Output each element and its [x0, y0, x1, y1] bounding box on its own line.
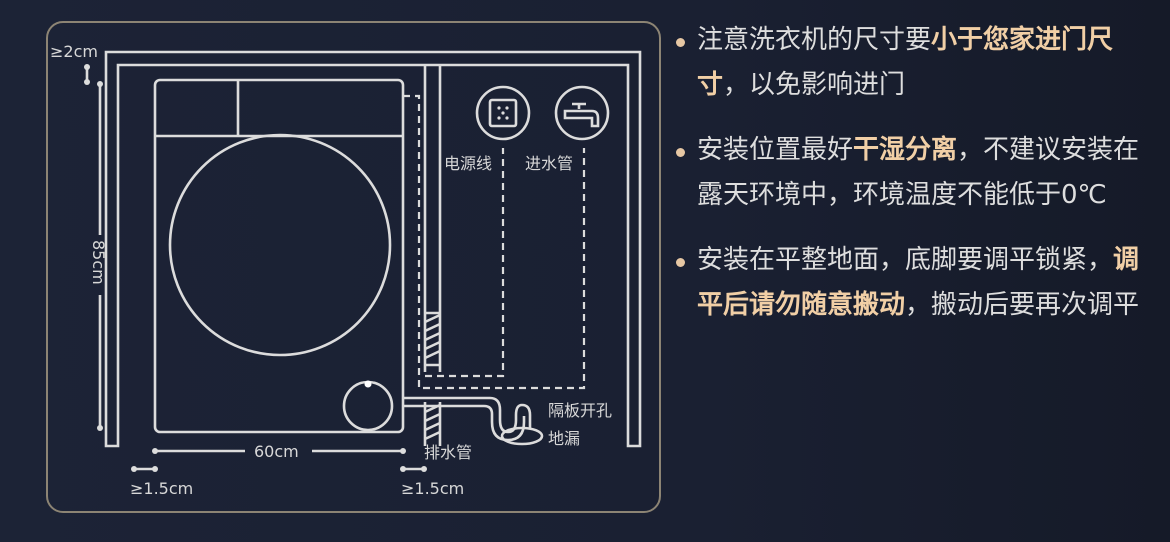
right-gap-label: ≥1.5cm: [401, 479, 464, 498]
note-item: 安装位置最好干湿分离，不建议安装在露天环境中，环境温度不能低于0℃: [672, 128, 1142, 218]
top-gap-marker: [84, 64, 90, 85]
drum-door: [168, 133, 392, 357]
note-highlight: 调平后请勿随意搬动: [697, 245, 1140, 320]
height-dimension: [97, 81, 103, 431]
note-highlight: 干湿分离: [853, 135, 958, 165]
note-highlight: 小于您家进门尺寸: [697, 25, 1114, 100]
cabinet-frame: [104, 50, 642, 448]
top-gap-label: ≥2cm: [50, 42, 98, 61]
right-gap-marker: [400, 466, 427, 472]
drain-pipe-label: 排水管: [424, 443, 472, 462]
diagram-panel: [46, 21, 661, 513]
bullet-icon: [676, 148, 685, 157]
water-inlet-label: 进水管: [525, 154, 573, 173]
left-gap-label: ≥1.5cm: [130, 479, 193, 498]
note-text: 安装位置最好: [697, 135, 854, 165]
drain-pipe: [403, 396, 532, 434]
filter-cover: [342, 380, 394, 432]
note-text: ，以免影响进门: [723, 70, 906, 100]
width-label: 60cm: [254, 442, 299, 461]
note-text: 安装在平整地面，底脚要调平锁紧，: [697, 245, 1114, 275]
socket-icon: [475, 85, 531, 141]
partition-hole-label: 隔板开孔: [548, 401, 612, 420]
faucet-icon: [554, 85, 610, 141]
water-inlet-route: [403, 94, 586, 390]
width-dimension: [152, 448, 406, 454]
floor-drain: [500, 426, 544, 446]
note-item: 安装在平整地面，底脚要调平锁紧，调平后请勿随意搬动，搬动后要再次调平: [672, 238, 1142, 328]
bullet-icon: [676, 38, 685, 47]
floor-hatch: [423, 402, 442, 446]
installation-notes: 注意洗衣机的尺寸要小于您家进门尺寸，以免影响进门 安装位置最好干湿分离，不建议安…: [672, 18, 1142, 348]
power-cord-label: 电源线: [444, 154, 492, 173]
washing-machine: [153, 78, 405, 434]
height-label: 85cm: [89, 240, 108, 285]
note-text: ，搬动后要再次调平: [905, 290, 1140, 320]
partition-hatch: [424, 311, 441, 367]
bullet-icon: [676, 258, 685, 267]
note-item: 注意洗衣机的尺寸要小于您家进门尺寸，以免影响进门: [672, 18, 1142, 108]
note-text: ，不建议安装在露天环境中，环境温度不能低于0℃: [697, 135, 1140, 210]
left-gap-marker: [131, 466, 158, 472]
power-cord-route: [425, 148, 505, 378]
note-text: 注意洗衣机的尺寸要: [697, 25, 932, 55]
floor-drain-label: 地漏: [548, 429, 580, 448]
